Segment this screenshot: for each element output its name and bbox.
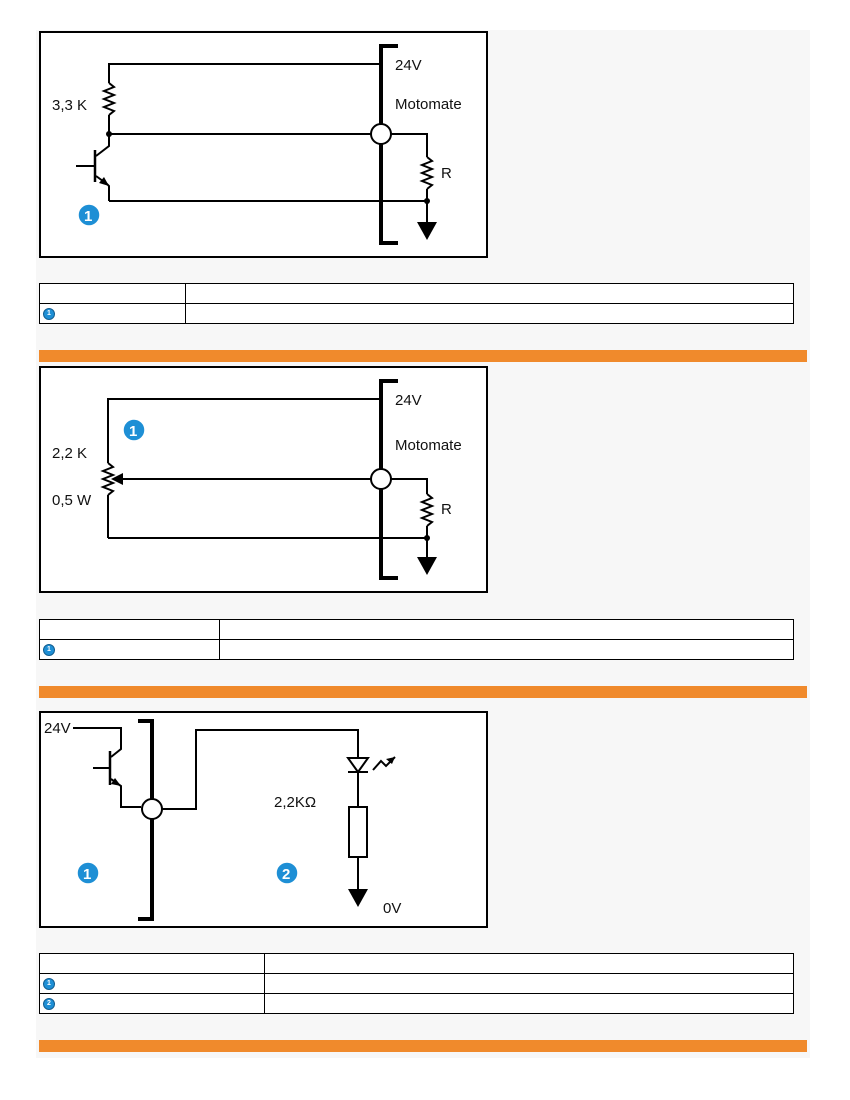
device-bracket (138, 719, 154, 921)
table-row: 1 (39, 303, 794, 324)
table-header-cell (185, 283, 794, 304)
svg-text:2: 2 (282, 866, 290, 883)
section-divider-bar (39, 350, 807, 362)
resistor-symbol (348, 806, 368, 858)
table-cell-badge: 1 (39, 639, 220, 660)
ground-symbol (348, 889, 368, 907)
load-resistor-symbol (419, 156, 435, 190)
load-resistor-label: R (441, 165, 452, 182)
potentiometer-power-label: 0,5 W (52, 492, 92, 509)
callout-1: 1 (76, 861, 100, 885)
circuit-diagram-transistor-input: 24V Motomate 3,3 K R 1 (39, 31, 488, 258)
callout-1: 1 (122, 418, 146, 442)
circuit-diagram-led-output: 24V 2,2KΩ 0V 1 2 (39, 711, 488, 928)
supply-label: 24V (395, 392, 422, 409)
table-header-row (39, 619, 794, 640)
ground-symbol (417, 222, 437, 240)
connection-node (370, 468, 392, 490)
wire-top (108, 63, 381, 83)
table-cell-badge: 1 (39, 973, 265, 994)
ground-label: 0V (383, 900, 401, 917)
callout-1: 1 (77, 203, 101, 227)
ground-symbol (417, 557, 437, 575)
callout-badge-icon: 2 (43, 998, 55, 1011)
table-header-row (39, 953, 794, 974)
table-cell-badge: 2 (39, 993, 265, 1014)
callout-2: 2 (275, 861, 299, 885)
svg-text:1: 1 (84, 208, 92, 225)
wire-output (162, 729, 359, 810)
svg-text:1: 1 (129, 423, 137, 440)
table-header-cell (219, 619, 794, 640)
section-divider-bar (39, 686, 807, 698)
table-header-cell (39, 283, 186, 304)
circuit-3-svg: 24V 2,2KΩ 0V 1 2 (44, 719, 401, 921)
callout-badge-icon: 1 (43, 644, 55, 657)
legend-table-3: 1 2 (39, 953, 794, 1014)
load-resistor-symbol (419, 493, 435, 527)
potentiometer-symbol (100, 462, 116, 496)
callout-badge-icon: 1 (43, 978, 55, 991)
circuit-2-svg: 24V Motomate 2,2 K 0,5 W R 1 (52, 379, 462, 580)
table-header-cell (39, 953, 265, 974)
resistor-label: 2,2KΩ (274, 794, 316, 811)
potentiometer-value-label: 2,2 K (52, 445, 87, 462)
table-header-row (39, 283, 794, 304)
circuit-diagram-potentiometer-input: 24V Motomate 2,2 K 0,5 W R 1 (39, 366, 488, 593)
table-header-cell (264, 953, 794, 974)
pullup-resistor-label: 3,3 K (52, 97, 87, 114)
legend-table-1: 1 (39, 283, 794, 324)
section-divider-bar (39, 1040, 807, 1052)
table-row: 1 (39, 639, 794, 660)
table-cell (264, 993, 794, 1014)
legend-table-2: 1 (39, 619, 794, 660)
callout-badge-icon: 1 (43, 308, 55, 321)
device-label: Motomate (395, 96, 462, 113)
led-symbol (346, 757, 370, 774)
supply-label: 24V (44, 720, 71, 737)
table-row: 2 (39, 993, 794, 1014)
table-row: 1 (39, 973, 794, 994)
load-resistor-label: R (441, 501, 452, 518)
table-header-cell (39, 619, 220, 640)
wire-top (107, 398, 381, 463)
svg-text:1: 1 (83, 866, 91, 883)
table-cell (219, 639, 794, 660)
device-label: Motomate (395, 437, 462, 454)
table-cell (185, 303, 794, 324)
circuit-1-svg: 24V Motomate 3,3 K R 1 (52, 44, 462, 245)
connection-node (370, 123, 392, 145)
supply-label: 24V (395, 57, 422, 74)
table-cell-badge: 1 (39, 303, 186, 324)
pullup-resistor-symbol (101, 82, 117, 116)
table-cell (264, 973, 794, 994)
connection-node (141, 798, 163, 820)
